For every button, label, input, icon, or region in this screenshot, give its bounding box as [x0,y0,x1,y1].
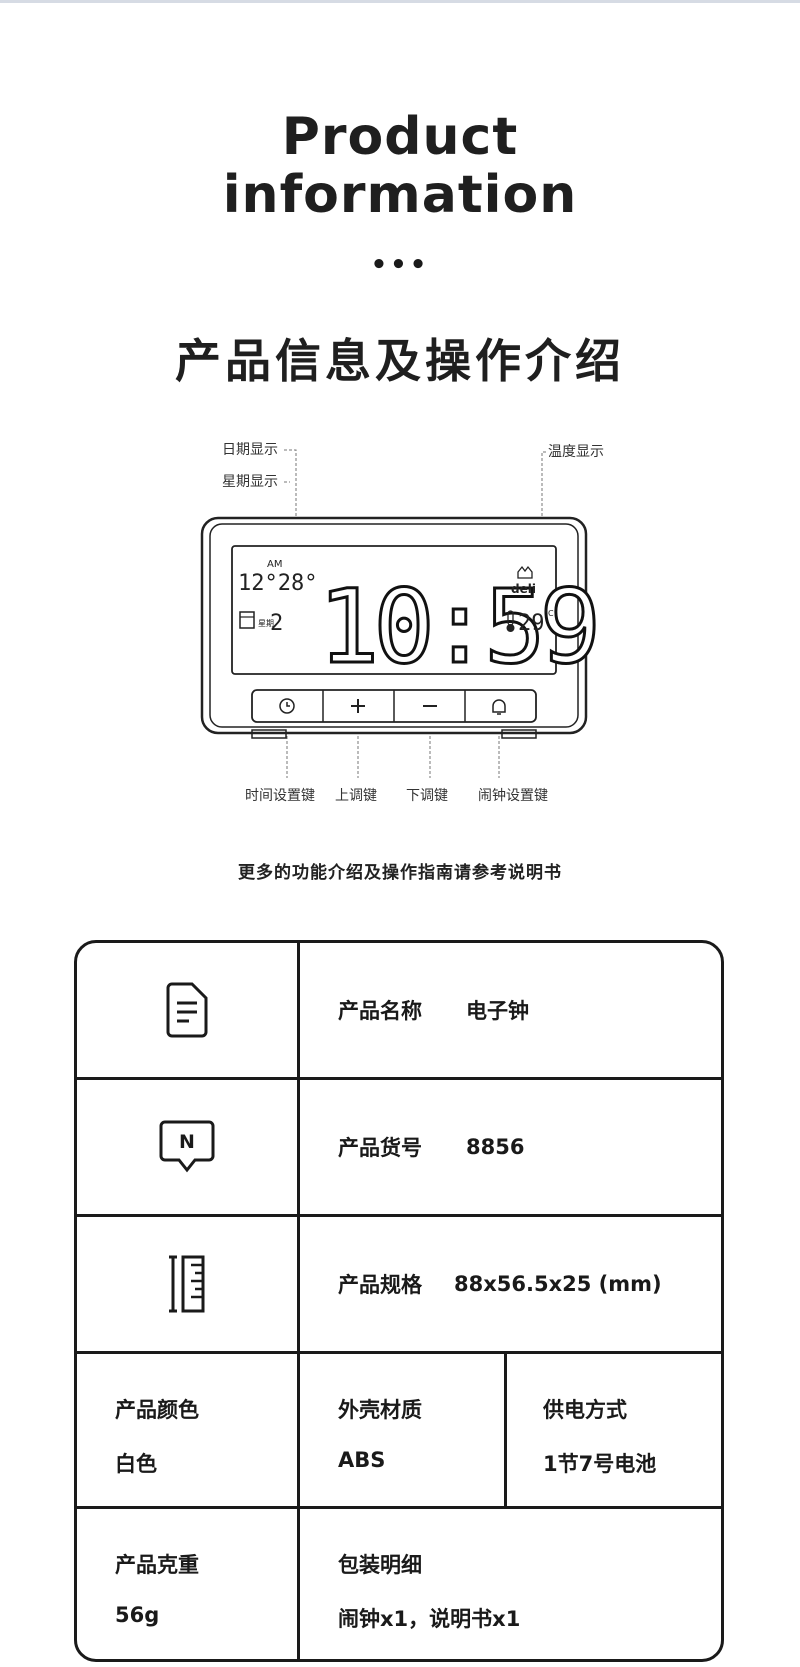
clock-icon [279,698,295,714]
lcd-week-label: 星期 [258,619,274,628]
lcd-temperature: 29 [518,611,545,636]
spec-value-size: 88x56.5x25 (mm) [454,1272,662,1296]
plus-icon [351,699,365,713]
spec-row-attributes: 产品颜色白色 外壳材质 ABS 供电方式 1节7号电池 [77,1354,721,1509]
spec-value-sku: 8856 [466,1135,525,1159]
title-en-line1: Product [281,107,519,167]
top-border [0,0,800,3]
spec-key-weight: 产品克重 [115,1553,199,1577]
spec-key-material: 外壳材质 [338,1398,422,1422]
svg-text:N: N [179,1131,195,1153]
spec-value-weight: 56g [115,1603,160,1627]
deli-logo-icon [517,565,533,579]
calendar-icon [239,611,255,629]
callout-week: 星期显示 [222,474,278,490]
spec-value-color: 白色 [115,1452,157,1476]
spec-key-power: 供电方式 [543,1398,627,1422]
tag-n-icon: N [77,1080,297,1214]
title-dots: ••• [370,250,430,280]
lcd-brand: deli [511,582,536,596]
callout-up: 上调键 [335,788,377,804]
callout-time-set: 时间设置键 [245,788,315,804]
spec-row-name: 产品名称 电子钟 [77,943,721,1080]
spec-value-name: 电子钟 [466,999,529,1023]
clock-diagram: 日期显示 星期显示 温度显示 AM 12°28° 星期 2 10:59 deli… [200,442,604,804]
spec-key-name: 产品名称 [338,999,422,1023]
callout-alarm-set: 闹钟设置键 [478,787,548,804]
spec-value-material: ABS [338,1448,386,1472]
spec-key-package: 包装明细 [338,1553,422,1577]
manual-note: 更多的功能介绍及操作指南请参考说明书 [238,863,562,883]
document-icon [77,943,297,1077]
bell-icon [492,699,506,715]
lcd-week: 2 [270,611,283,636]
callout-temperature: 温度显示 [548,444,604,460]
spec-row-weight-package: 产品克重 56g 包装明细闹钟x1，说明书x1 [77,1509,721,1659]
spec-value-power: 1节7号电池 [543,1452,657,1476]
title-en-line2: information [222,165,578,225]
lcd-am: AM [267,559,282,570]
lcd-date: 12°28° [238,571,317,596]
lcd-screen [231,545,557,675]
spec-key-size: 产品规格 [338,1273,422,1297]
spec-table: 产品名称 电子钟 N 产品货号 8856 产品规格 88x56.5x25 (mm) [74,940,724,1662]
spec-key-color: 产品颜色 [115,1398,199,1422]
ruler-icon [77,1217,297,1351]
lcd-time: 10:59 [318,568,595,687]
clock-foot-right [501,729,537,739]
callout-down: 下调键 [406,788,448,804]
lcd-temp-unit: °C [544,609,554,618]
callout-date: 日期显示 [222,442,278,458]
spec-row-size: 产品规格 88x56.5x25 (mm) [77,1217,721,1354]
title-cn: 产品信息及操作介绍 [175,334,625,388]
clock-foot-left [251,729,287,739]
spec-key-sku: 产品货号 [338,1136,422,1160]
spec-value-package: 闹钟x1，说明书x1 [338,1607,521,1631]
spec-row-sku: N 产品货号 8856 [77,1080,721,1217]
